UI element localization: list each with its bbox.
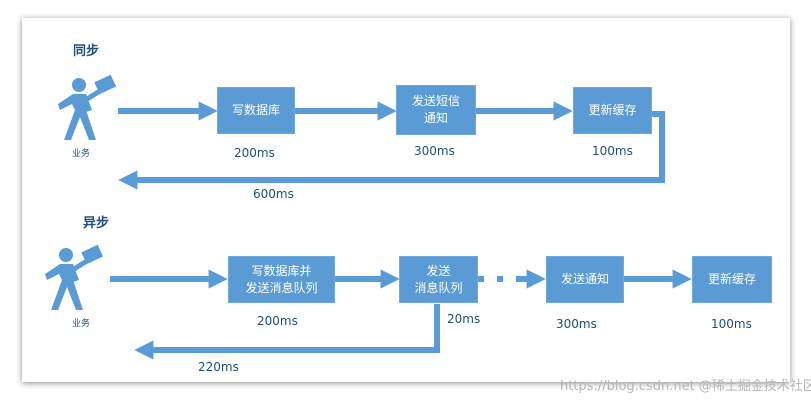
sync-total-time: 600ms — [253, 187, 294, 201]
return-arrow — [118, 111, 665, 190]
sync-actor-label: 业务 — [72, 149, 91, 159]
box-line: 消息队列 — [414, 280, 463, 295]
person-icon — [45, 244, 104, 310]
async-step-write-db-mq: 写数据库并发送消息队列 — [228, 256, 335, 303]
box-line: 写数据库并 — [251, 263, 312, 278]
box-line: 通知 — [423, 111, 448, 125]
async-actor-label: 业务 — [72, 319, 91, 329]
async-step-notify: 发送通知 — [546, 256, 624, 303]
sync-time-update-cache: 100ms — [592, 144, 633, 158]
sync-step-write-db: 写数据库 — [217, 87, 295, 134]
return-arrow — [134, 304, 440, 360]
box-line: 发送消息队列 — [245, 280, 318, 295]
sync-time-write-db: 200ms — [234, 146, 275, 160]
sync-step-send-sms: 发送短信通知 — [396, 85, 476, 135]
person-icon — [58, 74, 117, 140]
box-line: 发送短信 — [411, 94, 460, 108]
sync-arrows — [118, 101, 665, 190]
async-title: 异步 — [83, 216, 110, 231]
sync-time-send-sms: 300ms — [414, 144, 455, 158]
async-total-time: 220ms — [198, 360, 239, 374]
async-step-update-cache: 更新缓存 — [692, 256, 772, 303]
sync-step-update-cache: 更新缓存 — [573, 87, 652, 134]
diagram-frame — [22, 18, 790, 382]
async-arrows — [110, 269, 692, 360]
sync-title: 同步 — [73, 44, 100, 59]
async-time-notify: 300ms — [556, 317, 597, 331]
box-line: 发送 — [426, 263, 451, 278]
async-step-mq: 发送消息队列 — [399, 256, 478, 303]
async-time-update-cache: 100ms — [711, 317, 752, 331]
watermark: https://blog.csdn.net @稀土掘金技术社区 — [560, 379, 811, 394]
async-time-mq: 20ms — [447, 312, 481, 326]
async-time-write-db-mq: 200ms — [257, 314, 298, 328]
